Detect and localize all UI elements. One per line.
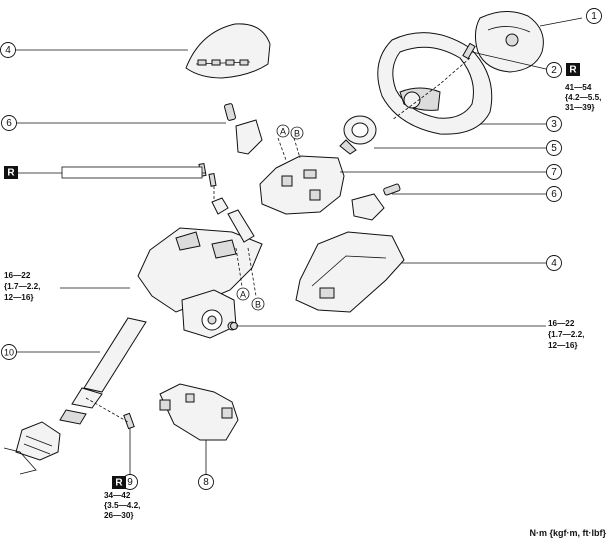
ref-b-lower: B: [251, 297, 265, 311]
svg-text:A: A: [240, 290, 246, 300]
svg-text:31—39}: 31—39}: [565, 103, 595, 112]
airbag-module: [474, 11, 544, 73]
replace-marker-wheel-bolt: R: [566, 63, 580, 76]
callout-2: 2: [546, 62, 562, 78]
clock-spring: [339, 115, 377, 155]
svg-text:3: 3: [551, 119, 557, 130]
svg-text:16—22: 16—22: [548, 319, 575, 328]
svg-text:16—22: 16—22: [4, 271, 31, 280]
svg-text:{1.7—2.2,: {1.7—2.2,: [548, 330, 584, 339]
svg-text:10: 10: [4, 348, 14, 358]
lower-column-cover: [295, 231, 405, 313]
svg-text:12—16}: 12—16}: [4, 293, 34, 302]
svg-text:A: A: [280, 127, 286, 137]
alignment-lines: [85, 57, 471, 423]
replace-marker-column: R: [4, 166, 203, 179]
left-combination-switch: [224, 103, 263, 155]
column-bracket: [159, 383, 239, 441]
torque-spec-column-right: 16—22 {1.7—2.2, 12—16}: [548, 319, 584, 350]
svg-text:12—16}: 12—16}: [548, 341, 578, 350]
svg-text:6: 6: [6, 118, 12, 129]
callout-1: 1: [586, 8, 602, 24]
svg-text:R: R: [7, 168, 15, 179]
svg-text:7: 7: [551, 167, 557, 178]
svg-text:5: 5: [551, 143, 557, 154]
callout-4-upper-cover: 4: [0, 42, 16, 58]
units-legend: N·m {kgf·m, ft·lbf}: [530, 528, 607, 538]
svg-text:B: B: [294, 129, 300, 139]
replace-marker-joint-bolt: R: [112, 476, 126, 489]
svg-text:8: 8: [203, 477, 209, 488]
callout-3: 3: [546, 116, 562, 132]
right-combination-switch: [351, 183, 401, 221]
ref-a-lower: A: [236, 287, 250, 301]
svg-text:34—42: 34—42: [104, 491, 131, 500]
callout-6-left: 6: [1, 115, 17, 131]
torque-spec-column-left: 16—22 {1.7—2.2, 12—16}: [4, 271, 40, 302]
steering-column-assembly: [137, 209, 263, 339]
callout-10: 10: [1, 344, 17, 360]
callout-8: 8: [198, 474, 214, 490]
callout-4-lower-cover: 4: [546, 255, 562, 271]
ref-b-upper: B: [290, 126, 304, 140]
ref-a-upper: A: [276, 124, 290, 138]
svg-text:{4.2—5.5,: {4.2—5.5,: [565, 93, 601, 102]
column-screws: [198, 162, 229, 215]
callout-6-right: 6: [546, 186, 562, 202]
combination-switch-body: [259, 155, 345, 215]
svg-text:4: 4: [5, 45, 11, 56]
svg-text:6: 6: [551, 189, 557, 200]
svg-text:{3.5—4.2,: {3.5—4.2,: [104, 501, 140, 510]
svg-text:B: B: [255, 300, 261, 310]
wheel-bolt: [462, 42, 476, 60]
leader-lines: [15, 17, 583, 474]
svg-text:9: 9: [127, 477, 133, 488]
svg-text:4: 4: [551, 258, 557, 269]
svg-text:26—30}: 26—30}: [104, 511, 134, 520]
svg-text:1: 1: [591, 11, 597, 22]
callout-7: 7: [546, 164, 562, 180]
svg-text:{1.7—2.2,: {1.7—2.2,: [4, 282, 40, 291]
svg-text:41—54: 41—54: [565, 83, 592, 92]
joint-bolt: [123, 412, 135, 430]
svg-text:2: 2: [551, 65, 557, 76]
intermediate-shaft: [59, 317, 147, 425]
upper-column-cover: [185, 23, 271, 79]
svg-text:R: R: [115, 478, 123, 489]
svg-text:R: R: [569, 65, 577, 76]
callout-5: 5: [546, 140, 562, 156]
steering-gear-boot: [3, 421, 61, 475]
torque-spec-steering-wheel: 41—54 {4.2—5.5, 31—39}: [565, 83, 601, 112]
torque-spec-joint-bolt: 34—42 {3.5—4.2, 26—30}: [104, 491, 140, 520]
